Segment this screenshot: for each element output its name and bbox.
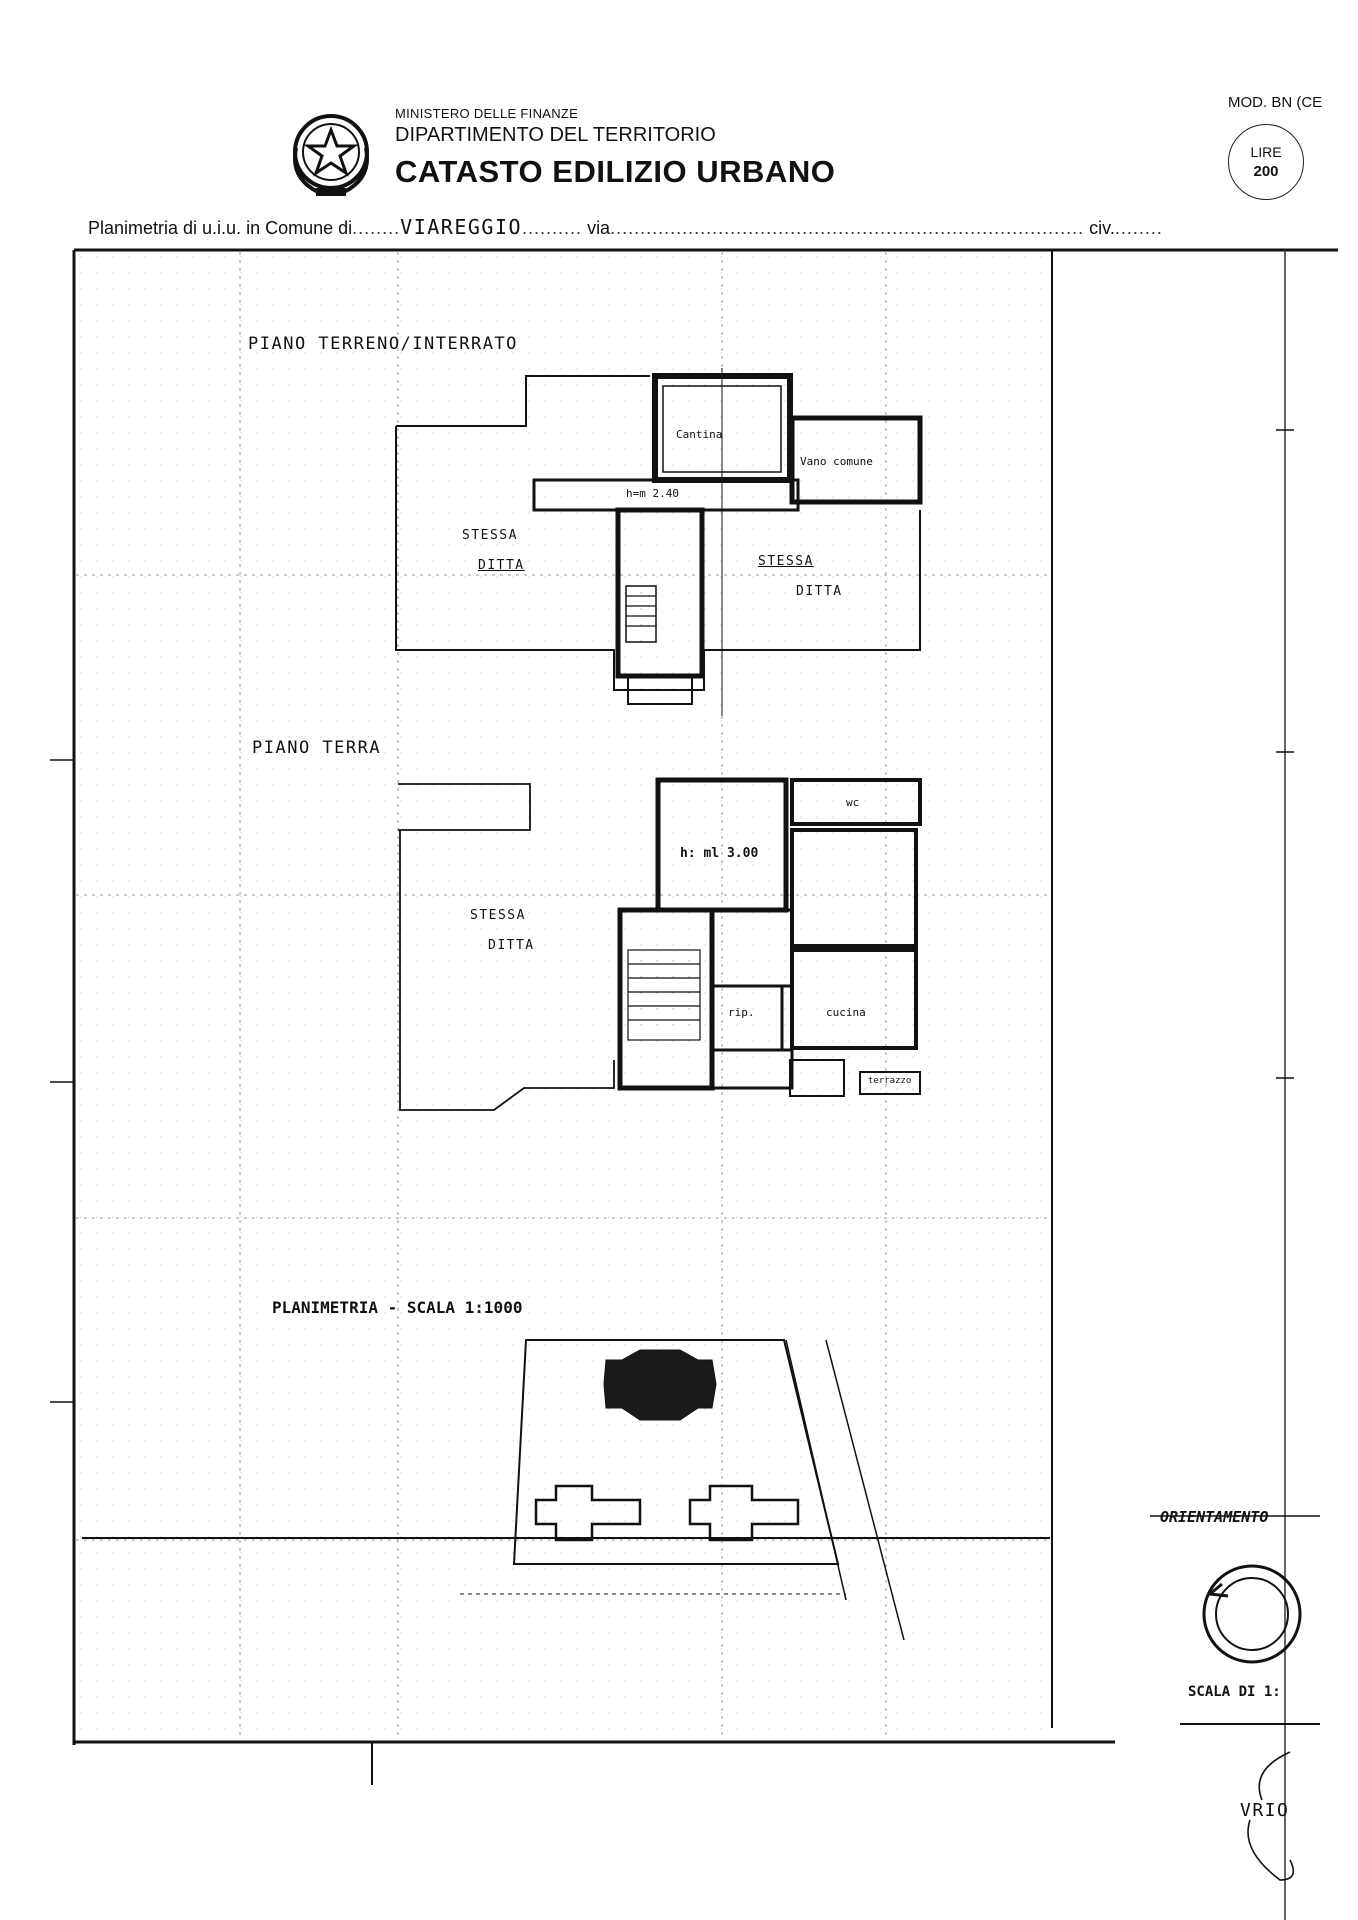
room-vano-comune: Vano comune — [800, 455, 873, 468]
subtitle-line: Planimetria di u.i.u. in Comune di......… — [88, 215, 1163, 239]
room-terrazzo: terrazzo — [868, 1076, 912, 1086]
signature: VRIO — [1240, 1800, 1290, 1821]
upper-left-stessa: STESSA — [462, 528, 518, 543]
lower-plan — [398, 777, 922, 1111]
compass-icon — [1202, 1564, 1302, 1664]
civ-label: civ. — [1089, 218, 1115, 238]
upper-right-stessa: STESSA — [758, 554, 814, 569]
emblem — [288, 108, 374, 200]
corridor-height: h=m 2.40 — [626, 487, 679, 500]
comune-name: VIAREGGIO — [400, 215, 523, 239]
site-plan-title: PLANIMETRIA - SCALA 1:1000 — [272, 1298, 523, 1317]
room-cucina: cucina — [826, 1006, 866, 1019]
department-name: DIPARTIMENTO DEL TERRITORIO — [395, 124, 716, 146]
revenue-stamp: LIRE 200 — [1228, 124, 1304, 200]
stamp-currency: LIRE — [1250, 144, 1282, 160]
room-rip: rip. — [728, 1006, 755, 1019]
ministry-name: MINISTERO DELLE FINANZE — [395, 106, 579, 121]
site-plan — [460, 1339, 905, 1641]
lower-left-stessa: STESSA — [470, 908, 526, 923]
emblem-icon — [293, 114, 369, 196]
lower-left-ditta: DITTA — [488, 938, 535, 953]
room-wc: wc — [846, 796, 860, 809]
upper-right-ditta: DITTA — [796, 584, 843, 599]
subtitle-prefix: Planimetria di u.i.u. in Comune di — [88, 218, 353, 238]
height-note: h: ml 3.00 — [680, 846, 759, 861]
registry-name: CATASTO EDILIZIO URBANO — [395, 154, 836, 189]
room-cantina: Cantina — [676, 428, 723, 441]
lower-plan-title: PIANO TERRA — [252, 738, 382, 758]
via-label: via — [587, 218, 611, 238]
upper-left-ditta: DITTA — [478, 558, 525, 573]
model-code: MOD. BN (CE — [1228, 94, 1323, 111]
orientation-label: ORIENTAMENTO — [1160, 1508, 1269, 1526]
scale-label: SCALA DI 1: — [1188, 1684, 1281, 1700]
stamp-value: 200 — [1253, 163, 1279, 180]
upper-plan-title: PIANO TERRENO/INTERRATO — [248, 334, 518, 354]
upper-plan — [395, 368, 923, 716]
